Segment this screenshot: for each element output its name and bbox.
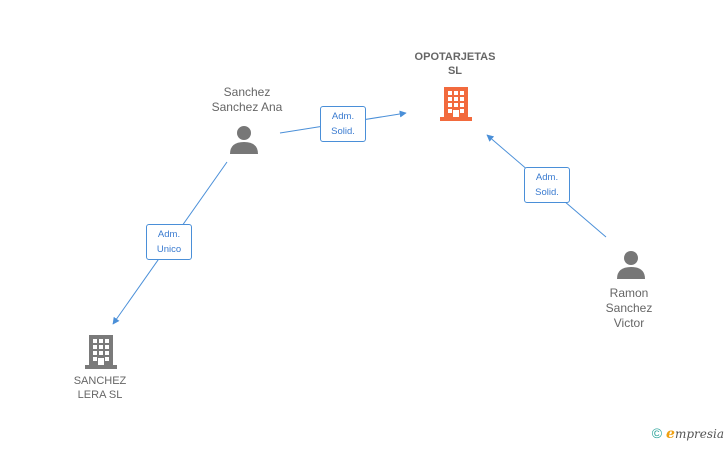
person-name-line-3: Victor	[613, 316, 645, 330]
company-name-line-2: SL	[447, 65, 463, 77]
edge-label-line-1: Adm.	[157, 229, 181, 240]
person-name-line-2: Sanchez	[605, 301, 653, 315]
edge-label-line-1: Adm.	[535, 172, 559, 183]
footer-brand: ©empresia	[652, 425, 724, 442]
person-name-ramon[interactable]: Ramon Sanchez Victor	[549, 286, 709, 331]
edge-label-ana-opotarjetas[interactable]: Adm. Solid.	[320, 106, 366, 142]
edge-label-ramon-opotarjetas[interactable]: Adm. Solid.	[524, 167, 570, 203]
building-icon[interactable]	[85, 333, 117, 369]
person-icon[interactable]	[229, 125, 259, 155]
company-name-sanchez-lera[interactable]: SANCHEZ LERA SL	[20, 374, 180, 402]
person-icon[interactable]	[616, 250, 646, 280]
person-name-line-1: Sanchez	[223, 85, 271, 99]
edge-label-line-2: Solid.	[331, 126, 355, 137]
building-icon-highlighted[interactable]	[440, 85, 472, 121]
brand-logo-e: e	[666, 426, 675, 442]
person-name-sanchez-ana[interactable]: Sanchez Sanchez Ana	[167, 85, 327, 115]
company-name-line-1: OPOTARJETAS	[414, 51, 496, 63]
company-name-line-2: LERA SL	[77, 389, 123, 401]
edge-label-line-2: Unico	[156, 244, 182, 255]
company-name-opotarjetas[interactable]: OPOTARJETAS SL	[375, 50, 535, 78]
edge-label-ana-lera[interactable]: Adm. Unico	[146, 224, 192, 260]
company-name-line-1: SANCHEZ	[73, 375, 127, 387]
brand-logo-text: mpresia	[674, 427, 724, 441]
copyright-icon: ©	[651, 425, 663, 441]
person-name-line-1: Ramon	[609, 286, 649, 300]
edge-label-line-1: Adm.	[331, 111, 355, 122]
person-name-line-2: Sanchez Ana	[211, 100, 283, 114]
edge-label-line-2: Solid.	[535, 187, 559, 198]
